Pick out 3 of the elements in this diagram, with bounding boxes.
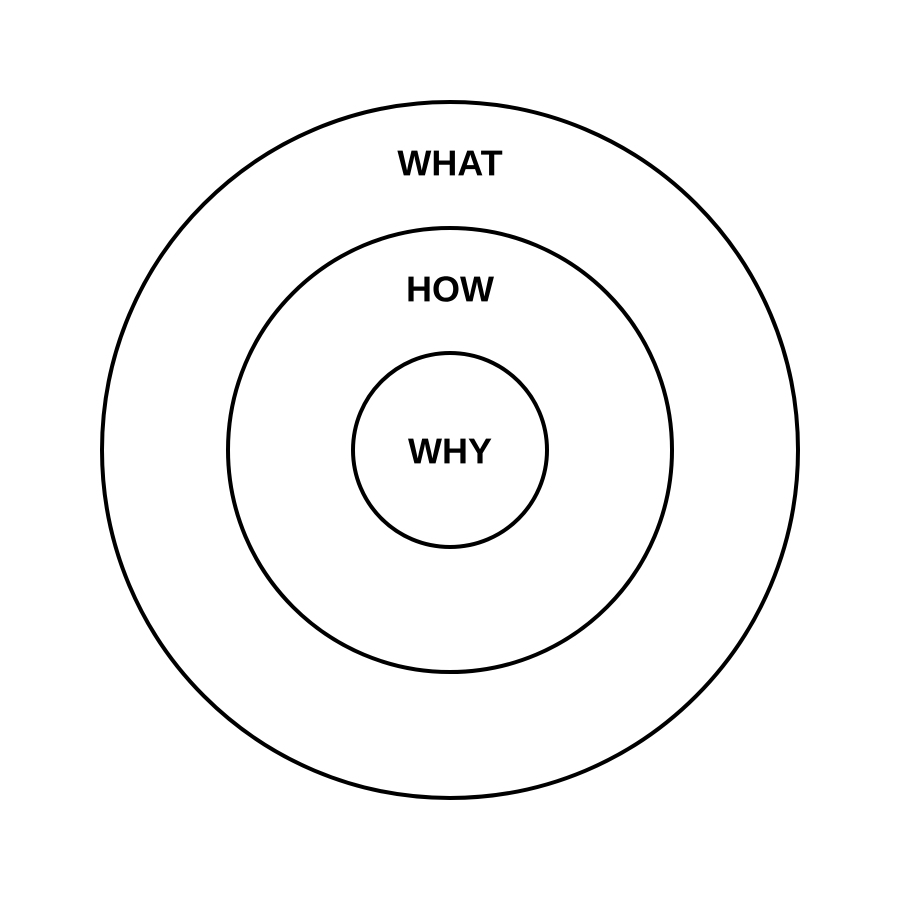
circle-label: HOW xyxy=(408,276,494,302)
circle-label: WHAT xyxy=(397,150,502,176)
circle-label: WHY xyxy=(408,438,492,464)
